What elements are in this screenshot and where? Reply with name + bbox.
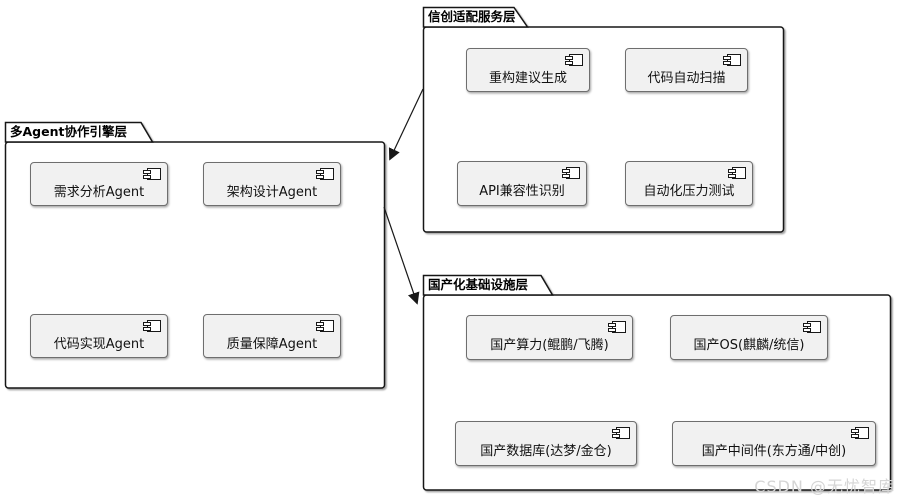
component-architecture-agent: 架构设计Agent xyxy=(203,162,341,206)
uml-component-icon xyxy=(559,166,581,181)
uml-component-icon xyxy=(800,320,822,335)
component-refactor-suggestion: 重构建议生成 xyxy=(466,48,590,92)
watermark: CSDN @无忧智库 xyxy=(754,477,895,496)
component-label: 重构建议生成 xyxy=(488,70,567,86)
component-domestic-compute: 国产算力(鲲鹏/飞腾) xyxy=(466,315,633,360)
uml-component-icon xyxy=(725,166,747,181)
component-domestic-middleware: 国产中间件(东方通/中创) xyxy=(672,421,876,466)
component-label: 国产中间件(东方通/中创) xyxy=(701,444,847,459)
package-title-infra: 国产化基础设施层 xyxy=(428,277,529,292)
component-label: 质量保障Agent xyxy=(226,336,318,352)
uml-component-icon xyxy=(562,53,584,68)
component-api-compat-detect: API兼容性识别 xyxy=(457,161,587,206)
package-title-multi-agent: 多Agent协作引擎层 xyxy=(10,124,127,139)
uml-component-icon xyxy=(313,167,335,182)
component-domestic-database: 国产数据库(达梦/金仓) xyxy=(455,421,637,466)
edge-xinchuang-to-agent xyxy=(388,88,424,161)
component-domestic-os: 国产OS(麒麟/统信) xyxy=(670,315,828,360)
uml-component-icon xyxy=(313,319,335,334)
component-requirement-agent: 需求分析Agent xyxy=(30,162,168,206)
component-label: 国产数据库(达梦/金仓) xyxy=(480,444,612,459)
component-quality-agent: 质量保障Agent xyxy=(203,314,341,358)
component-label: 代码自动扫描 xyxy=(647,70,726,86)
component-label: 国产算力(鲲鹏/飞腾) xyxy=(490,338,609,353)
uml-component-icon xyxy=(848,426,870,441)
component-label: 国产OS(麒麟/统信) xyxy=(693,338,805,353)
package-title-xinchuang: 信创适配服务层 xyxy=(428,9,516,24)
component-code-auto-scan: 代码自动扫描 xyxy=(625,48,748,92)
edge-agent-to-infra xyxy=(383,206,420,305)
uml-component-icon xyxy=(720,53,742,68)
component-label: 需求分析Agent xyxy=(53,184,145,200)
component-code-impl-agent: 代码实现Agent xyxy=(30,314,168,358)
uml-component-icon xyxy=(609,426,631,441)
component-label: 代码实现Agent xyxy=(53,336,145,352)
uml-component-icon xyxy=(140,167,162,182)
component-auto-stress-test: 自动化压力测试 xyxy=(625,161,753,206)
component-label: 架构设计Agent xyxy=(226,184,318,200)
uml-component-icon xyxy=(140,319,162,334)
component-label: API兼容性识别 xyxy=(479,184,565,199)
component-label: 自动化压力测试 xyxy=(643,184,735,199)
uml-component-icon xyxy=(605,320,627,335)
